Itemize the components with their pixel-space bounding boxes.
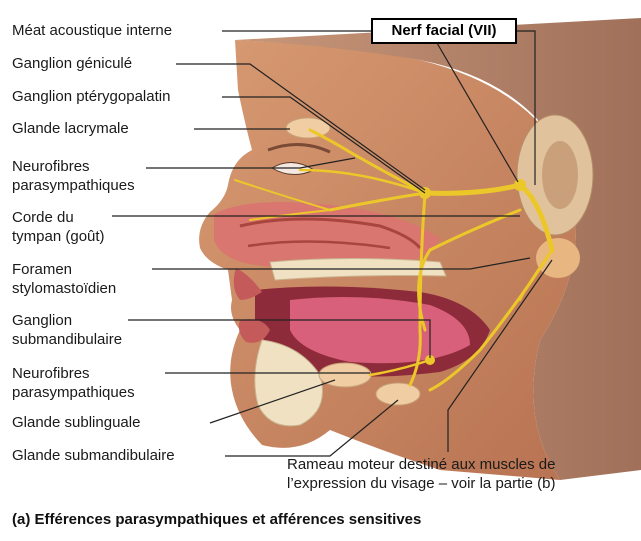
label-ganglion-pterygo: Ganglion ptérygopalatin: [12, 88, 170, 106]
figure-title: Nerf facial (VII): [371, 18, 517, 44]
label-foramen-b: stylomastoïdien: [12, 280, 116, 298]
label-neurofibres-1b: parasympathiques: [12, 177, 135, 195]
label-neurofibres-2a: Neurofibres: [12, 365, 90, 383]
label-neurofibres-2b: parasympathiques: [12, 384, 135, 402]
label-glande-submand: Glande submandibulaire: [12, 447, 175, 465]
inner-ear-structure: [536, 238, 580, 278]
label-rameau-moteur-b: l’expression du visage – voir la partie …: [287, 475, 555, 493]
geniculate-ganglion: [514, 179, 526, 191]
label-foramen-a: Foramen: [12, 261, 72, 279]
label-ganglion-submand-a: Ganglion: [12, 312, 72, 330]
submandibular-gland: [376, 383, 420, 405]
label-glande-lacrymale: Glande lacrymale: [12, 120, 129, 138]
label-ganglion-submand-b: submandibulaire: [12, 331, 122, 349]
label-glande-sublinguale: Glande sublinguale: [12, 414, 140, 432]
label-corde-tympan-b: tympan (goût): [12, 228, 105, 246]
label-ganglion-genicule: Ganglion géniculé: [12, 55, 132, 73]
label-meat-acoustique: Méat acoustique interne: [12, 22, 172, 40]
label-neurofibres-1a: Neurofibres: [12, 158, 90, 176]
label-corde-tympan-a: Corde du: [12, 209, 74, 227]
label-rameau-moteur-a: Rameau moteur destiné aux muscles de: [287, 456, 555, 474]
figure-caption: (a) Efférences parasympathiques et affér…: [12, 511, 421, 528]
